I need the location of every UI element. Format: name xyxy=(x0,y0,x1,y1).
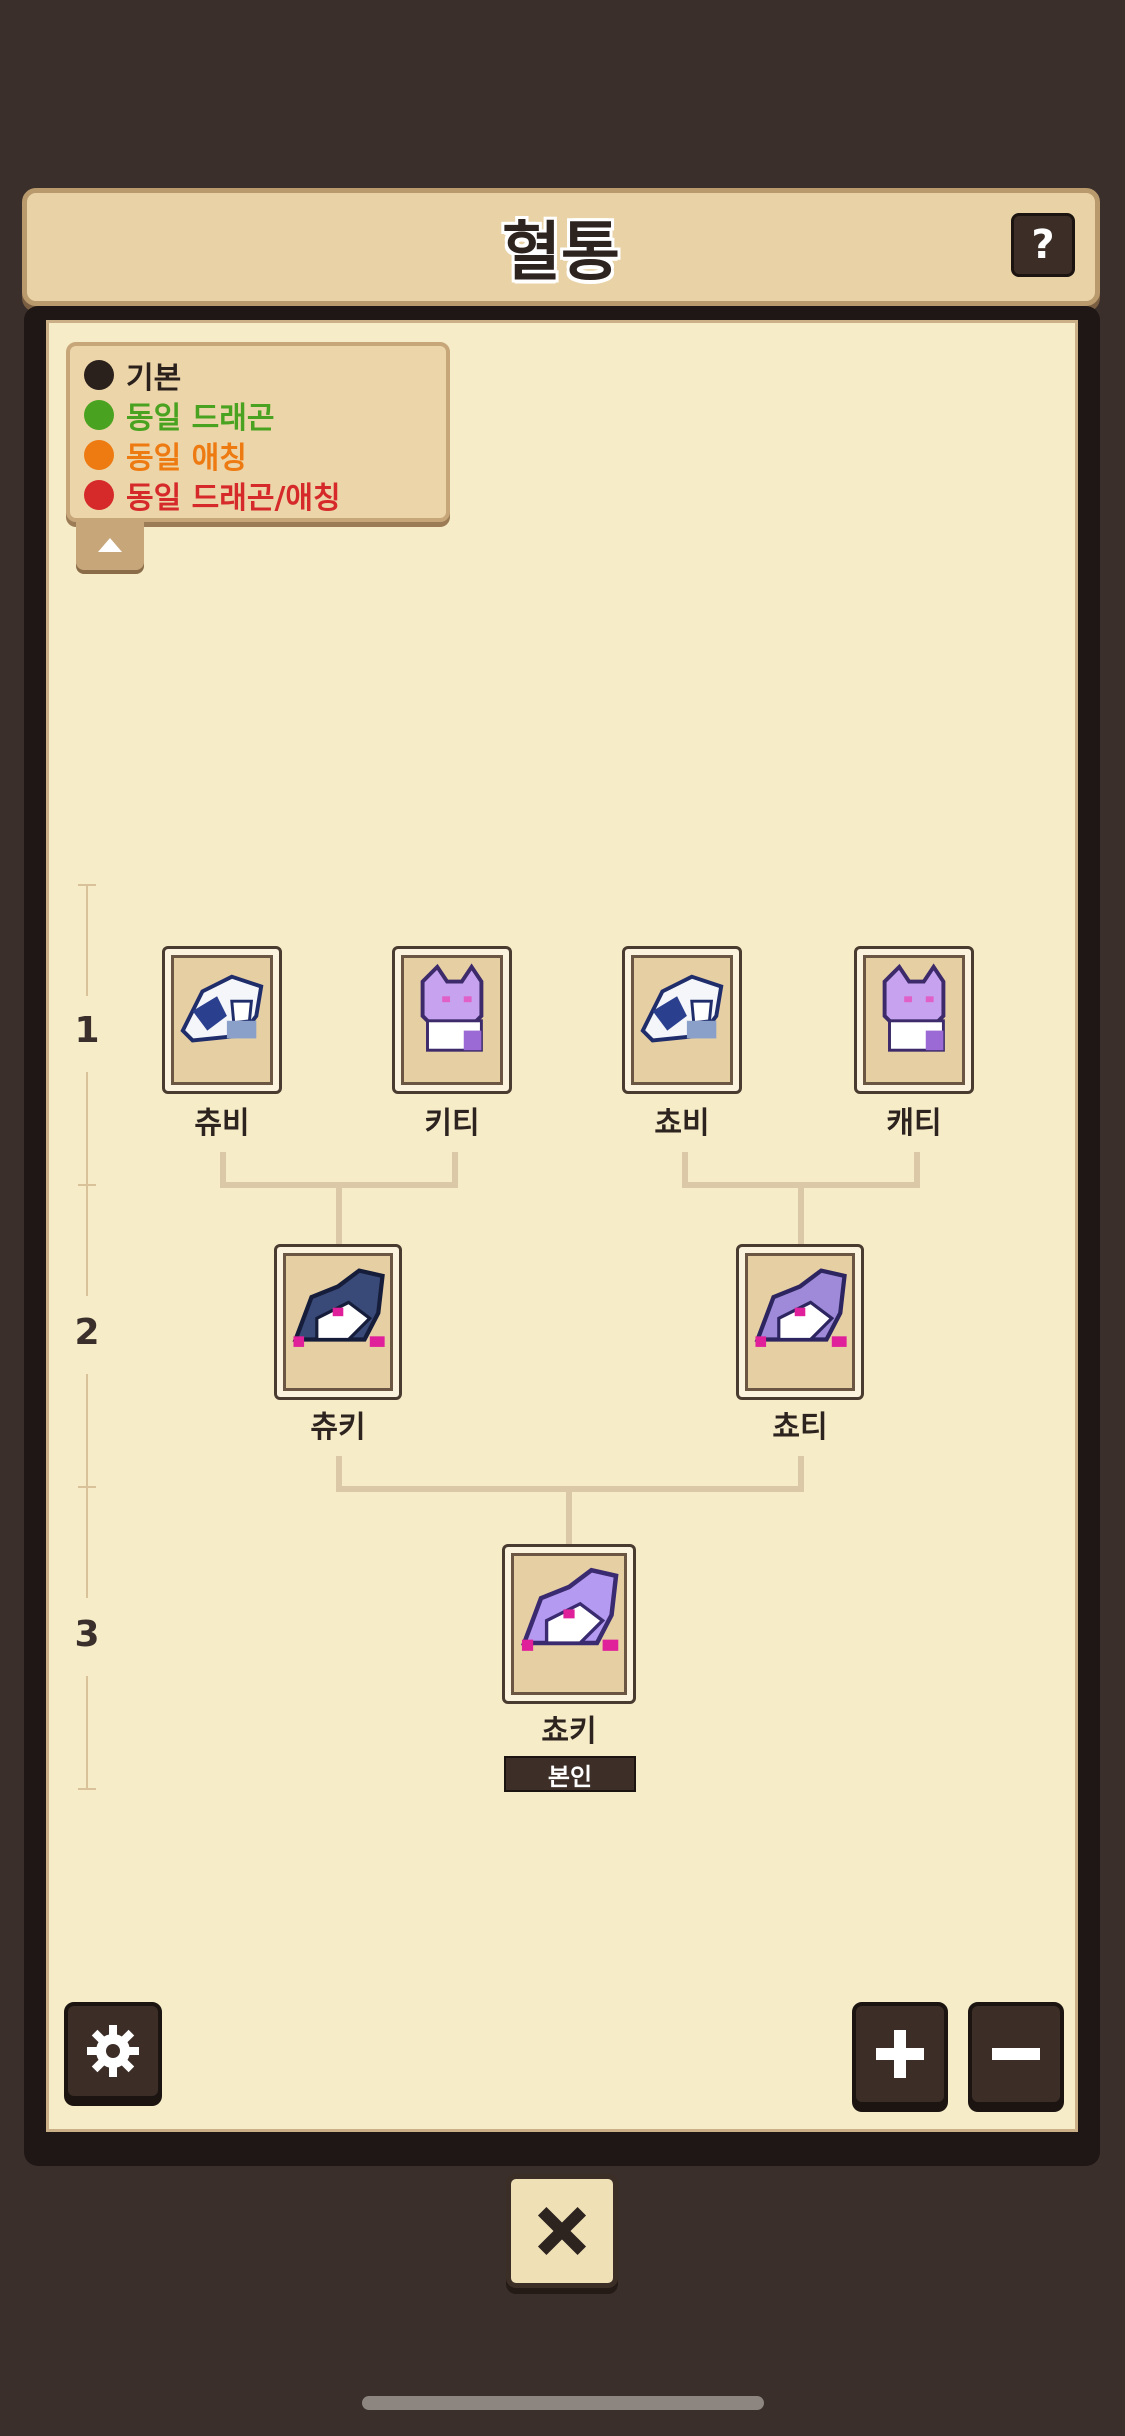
self-badge: 본인 xyxy=(504,1756,636,1792)
purple-white-dragon-icon xyxy=(520,1567,619,1651)
generation-number: 3 xyxy=(74,1614,100,1655)
ruler-line xyxy=(86,1186,88,1296)
ruler-line xyxy=(86,884,88,996)
legend-label: 동일 드래곤 xyxy=(126,401,275,436)
plus-icon xyxy=(876,2030,924,2078)
tree-connector xyxy=(336,1182,342,1246)
ruler-line xyxy=(86,1072,88,1184)
legend-label: 동일 드래곤/애칭 xyxy=(126,481,341,516)
dragon-card[interactable] xyxy=(162,946,282,1094)
tree-connector xyxy=(220,1152,226,1188)
dragon-name: 쵸티 xyxy=(772,1410,828,1445)
home-indicator[interactable] xyxy=(362,2396,764,2410)
generation-number: 1 xyxy=(74,1010,100,1051)
purple-cat-dragon-icon xyxy=(420,963,484,1052)
white-blue-dragon-icon xyxy=(180,974,264,1043)
tree-connector xyxy=(682,1152,688,1188)
pedigree-panel xyxy=(46,320,1078,2132)
zoom-out-button[interactable] xyxy=(968,2002,1064,2106)
legend-label: 동일 애칭 xyxy=(126,441,247,476)
settings-button[interactable] xyxy=(64,2002,162,2100)
page-title: 혈통 xyxy=(502,216,620,290)
title-banner: 혈통 ? xyxy=(22,188,1100,306)
zoom-in-button[interactable] xyxy=(852,2002,948,2106)
dragon-name: 츄키 xyxy=(310,1410,366,1445)
dragon-name: 츄비 xyxy=(194,1106,250,1141)
purple-cat-dragon-icon xyxy=(882,963,946,1052)
tree-connector xyxy=(566,1486,572,1546)
generation-number: 2 xyxy=(74,1312,100,1353)
ruler-tick xyxy=(78,1486,96,1488)
dragon-name: 키티 xyxy=(424,1106,480,1141)
white-blue-dragon-icon xyxy=(640,974,724,1043)
legend-dot-basic xyxy=(84,360,114,390)
gear-icon xyxy=(87,2025,139,2077)
help-button[interactable]: ? xyxy=(1011,213,1075,277)
legend-item-same-dragon: 동일 드래곤 xyxy=(84,396,275,436)
legend-dot-same-both xyxy=(84,480,114,510)
dragon-card-self[interactable] xyxy=(502,1544,636,1704)
navy-pink-dragon-icon xyxy=(292,1268,385,1347)
legend: 기본 동일 드래곤 동일 애칭 동일 드래곤/애칭 xyxy=(66,342,450,522)
tree-connector xyxy=(798,1456,804,1492)
tree-connector xyxy=(336,1456,342,1492)
ruler-tick xyxy=(78,1788,96,1790)
tree-connector xyxy=(798,1182,804,1246)
lavender-dragon-icon xyxy=(754,1268,847,1347)
legend-item-basic: 기본 xyxy=(84,356,182,396)
legend-dot-same-dragon xyxy=(84,400,114,430)
legend-item-same-both: 동일 드래곤/애칭 xyxy=(84,476,341,516)
ruler-line xyxy=(86,1374,88,1486)
legend-dot-same-nickname xyxy=(84,440,114,470)
dragon-card[interactable] xyxy=(392,946,512,1094)
legend-item-same-nickname: 동일 애칭 xyxy=(84,436,247,476)
dragon-name: 쵸비 xyxy=(654,1106,710,1141)
dragon-card[interactable] xyxy=(274,1244,402,1400)
ruler-tick xyxy=(78,1184,96,1186)
dragon-name: 캐티 xyxy=(886,1106,942,1141)
close-icon xyxy=(537,2206,587,2256)
close-button[interactable] xyxy=(506,2174,618,2288)
tree-connector xyxy=(914,1152,920,1188)
chevron-up-icon xyxy=(98,538,122,552)
legend-collapse-button[interactable] xyxy=(76,522,144,570)
dragon-card[interactable] xyxy=(854,946,974,1094)
legend-label: 기본 xyxy=(126,361,182,396)
ruler-line xyxy=(86,1676,88,1788)
minus-icon xyxy=(992,2048,1040,2060)
ruler-line xyxy=(86,1488,88,1598)
tree-connector xyxy=(452,1152,458,1188)
dragon-name: 쵸키 xyxy=(541,1714,597,1749)
dragon-card[interactable] xyxy=(736,1244,864,1400)
dragon-card[interactable] xyxy=(622,946,742,1094)
